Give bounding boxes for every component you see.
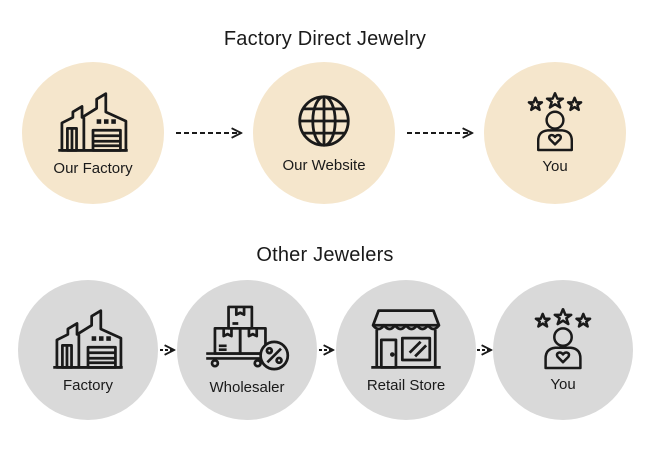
node-our-website: Our Website: [253, 62, 395, 204]
arrow-factory-to-wholesaler: [160, 344, 177, 356]
customer-stars-icon: [534, 308, 592, 370]
arrow-factory-to-website: [176, 127, 246, 139]
arrow-wholesaler-to-retail: [319, 344, 336, 356]
node-factory: Factory: [18, 280, 158, 420]
section-title: Other Jewelers: [256, 244, 394, 266]
node-label: Wholesaler: [209, 378, 285, 396]
node-label: You: [542, 157, 568, 175]
boxes-discount-icon: [203, 305, 291, 373]
section-title: Factory Direct Jewelry: [223, 28, 427, 50]
customer-stars-icon: [527, 92, 583, 152]
arrow-retail-to-you: [477, 344, 494, 356]
node-wholesaler: Wholesaler: [177, 280, 317, 420]
factory-icon: [53, 90, 133, 154]
node-label: Retail Store: [366, 376, 446, 394]
node-label: You: [550, 375, 576, 393]
node-label: Our Website: [282, 156, 366, 174]
factory-icon: [48, 307, 128, 371]
node-you-bottom: You: [493, 280, 633, 420]
arrow-website-to-you: [407, 127, 477, 139]
node-you-top: You: [484, 62, 626, 204]
node-retail-store: Retail Store: [336, 280, 476, 420]
store-icon: [369, 307, 443, 371]
node-our-factory: Our Factory: [22, 62, 164, 204]
globe-icon: [296, 93, 352, 149]
node-label: Factory: [62, 376, 113, 394]
node-label: Our Factory: [53, 159, 133, 177]
